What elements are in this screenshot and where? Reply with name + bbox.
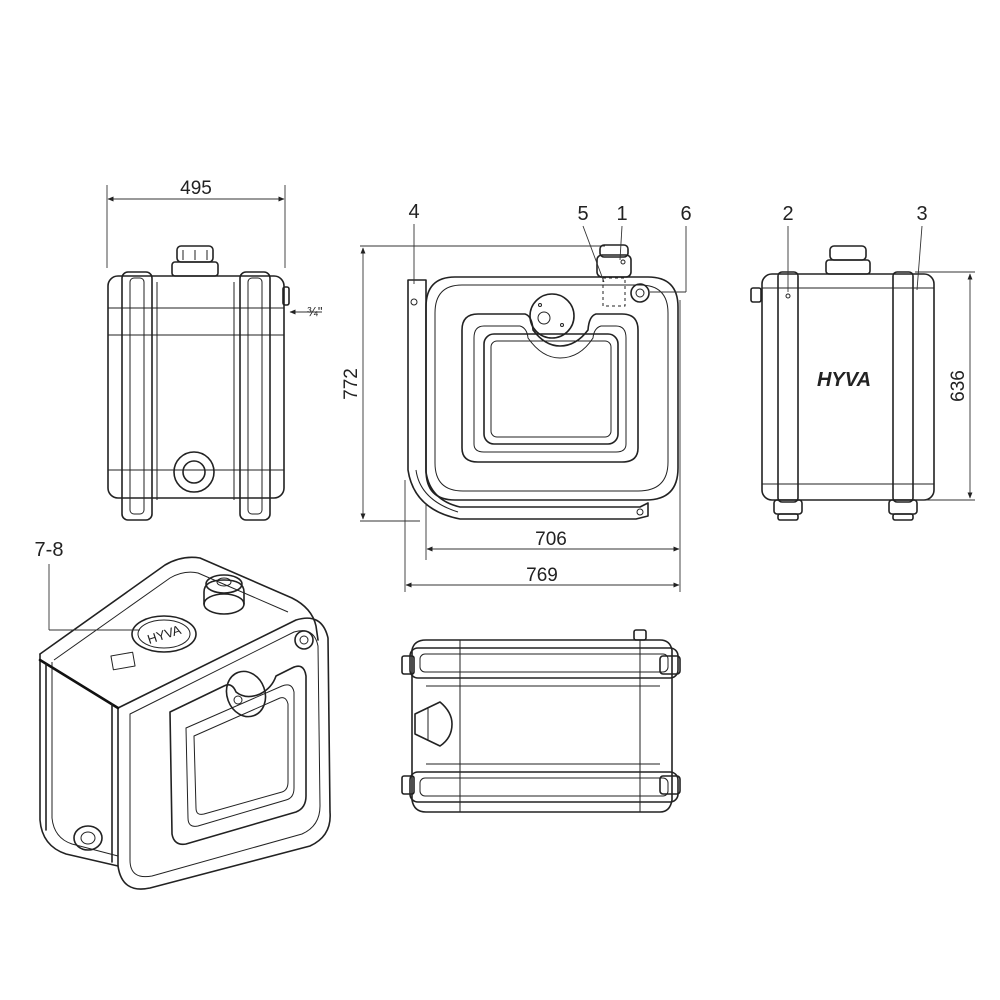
callout-7-8: 7-8	[35, 539, 64, 561]
dim-label-769: 769	[526, 565, 558, 586]
callout-4: 4	[408, 201, 419, 223]
isometric-view: HYVA 7-8	[35, 539, 331, 890]
right-view: HYVA 636 2 3	[750, 203, 975, 521]
dim-label-495: 495	[180, 178, 212, 199]
brand-logo-text: HYVA	[817, 369, 871, 391]
dim-label-706: 706	[535, 529, 567, 550]
side-view: 495 ¾"	[106, 178, 323, 521]
callout-6: 6	[680, 203, 691, 225]
iso-logo-text: HYVA	[145, 622, 183, 647]
dim-label-772: 772	[341, 368, 362, 400]
callout-3: 3	[916, 203, 927, 225]
dim-label-636: 636	[948, 370, 969, 402]
top-view	[401, 629, 681, 813]
front-view: 772 706 769 4	[341, 201, 692, 592]
callout-1: 1	[616, 203, 627, 225]
callout-5: 5	[577, 203, 588, 225]
callout-2: 2	[782, 203, 793, 225]
port-size-label: ¾"	[307, 304, 323, 319]
